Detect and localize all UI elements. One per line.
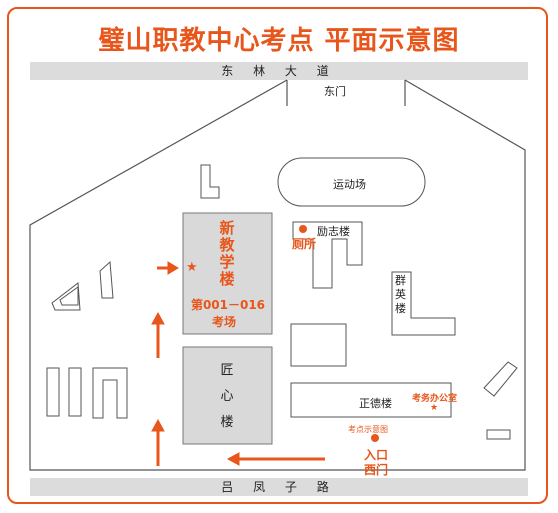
jiangxin-label: 匠 心 楼 xyxy=(220,363,234,430)
left-block xyxy=(92,367,128,419)
new-teaching-building xyxy=(182,212,273,335)
lizhi-building xyxy=(292,221,363,289)
arrow-icon xyxy=(151,311,165,358)
star-icon: ★ xyxy=(430,403,439,413)
star-icon: ★ xyxy=(186,260,198,275)
playground-label: 运动场 xyxy=(333,178,366,191)
playground xyxy=(277,157,426,207)
west-gate-label: 西门 xyxy=(364,463,389,477)
east-gate-label: 东门 xyxy=(324,85,346,98)
left-block xyxy=(46,367,60,417)
map-frame xyxy=(7,7,548,504)
qunying-label: 群 英 楼 xyxy=(395,274,406,315)
lizhi-label: 励志楼 xyxy=(317,225,350,238)
site-map-sign-label: 考点示意图 xyxy=(348,425,388,434)
map-title: 璧山职教中心考点 平面示意图 xyxy=(98,26,460,56)
right-block xyxy=(486,429,511,440)
zhengde-label: 正德楼 xyxy=(359,397,392,410)
road-south: 吕 凤 子 路 xyxy=(30,478,528,496)
arrow-icon xyxy=(226,452,325,466)
left-block xyxy=(68,367,82,417)
right-structure xyxy=(483,361,518,397)
new-teaching-label: 新 教 学 楼 xyxy=(219,219,235,288)
entrance-label: 入口 xyxy=(364,448,389,462)
arrow-icon xyxy=(151,418,165,466)
small-building xyxy=(200,164,220,199)
campus-boundary xyxy=(29,79,526,471)
dot-marker-icon xyxy=(371,434,379,442)
road-north: 东 林 大 道 xyxy=(30,62,528,80)
exam-rooms-label: 第001－016 xyxy=(190,298,266,312)
square-building xyxy=(290,323,347,367)
qunying-building xyxy=(391,271,456,336)
toilet-label: 厕所 xyxy=(292,237,317,251)
arrow-icon xyxy=(157,261,179,275)
exam-office-label: 考务办公室 xyxy=(412,394,458,404)
jiangxin-building xyxy=(182,346,273,445)
left-structure xyxy=(99,260,114,299)
dot-marker-icon xyxy=(299,225,307,233)
exam-rooms-suffix: 考场 xyxy=(212,315,237,329)
zhengde-building xyxy=(290,382,452,418)
left-structure xyxy=(59,286,79,306)
